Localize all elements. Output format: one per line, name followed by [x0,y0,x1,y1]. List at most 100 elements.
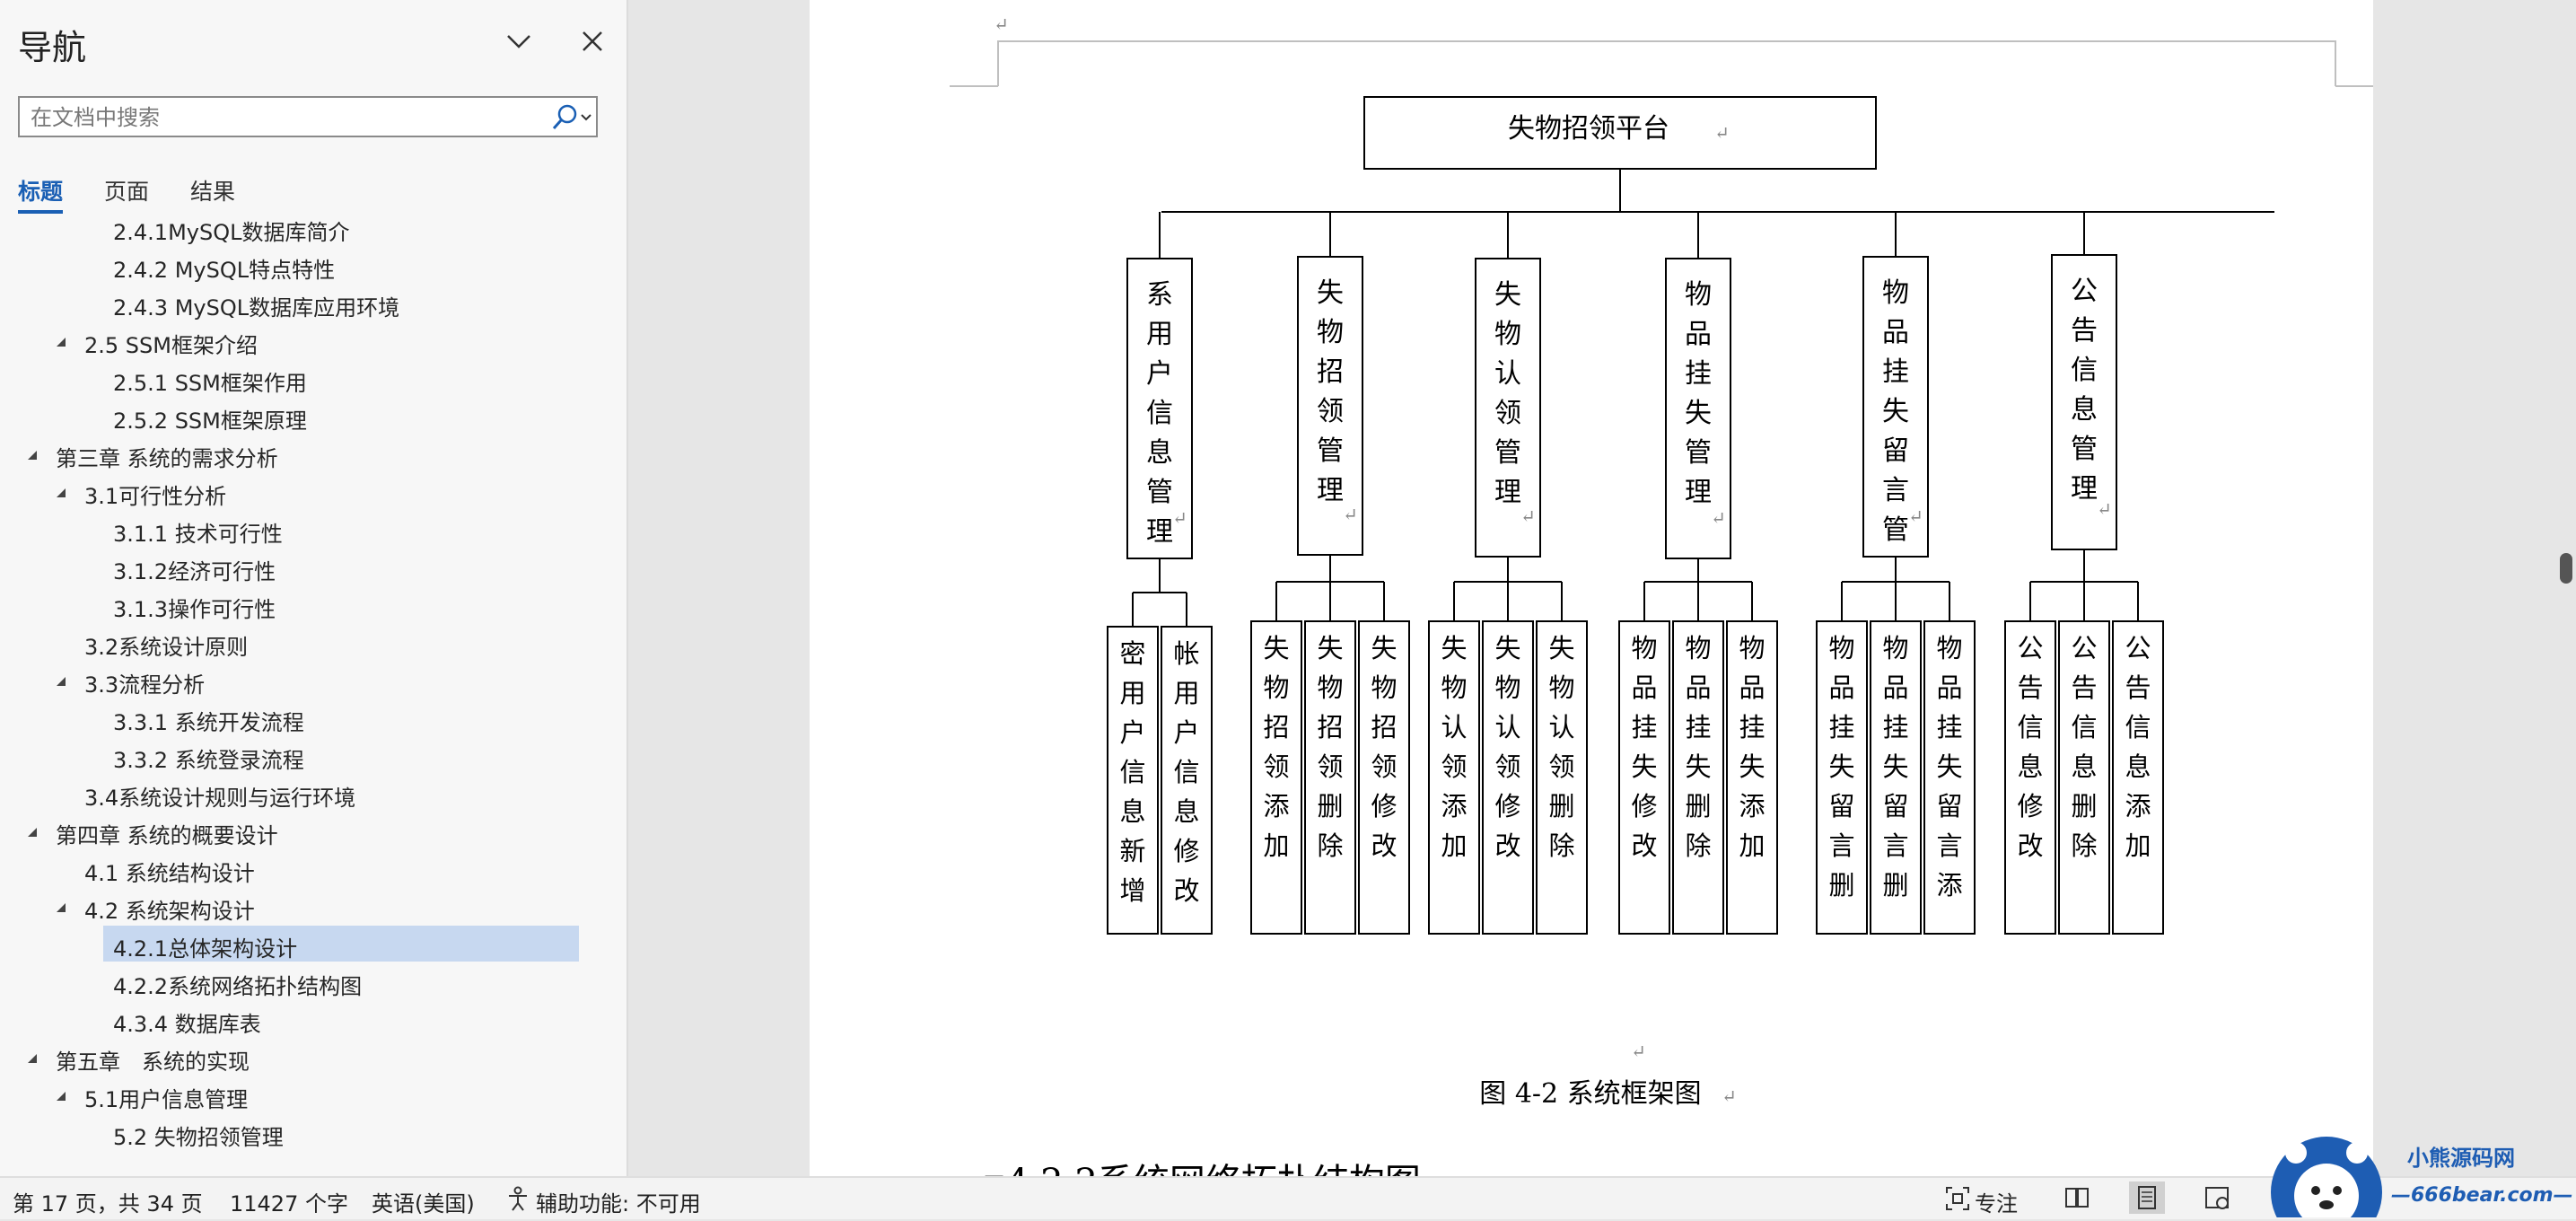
outline-item[interactable]: 4.2.2系统网络拓扑结构图 [0,963,626,1001]
outline-item[interactable]: 3.1.3操作可行性 [0,586,626,624]
vertical-char: 物 [1548,672,1574,703]
web-layout-icon[interactable] [2199,1181,2235,1214]
outline-item[interactable]: 2.5 SSM框架介绍 [0,322,626,360]
outline-item[interactable]: 5.1用户信息管理 [0,1076,626,1114]
page-count[interactable]: 第 17 页，共 34 页 [13,1191,203,1217]
expand-triangle-icon[interactable] [23,446,41,464]
vertical-char: 信 [2125,712,2151,742]
vertical-char: 添 [1739,791,1765,821]
function-box [1358,620,1410,935]
vertical-char: 信 [2071,712,2097,742]
vertical-char: 理 [2071,473,2098,505]
outline-item[interactable]: 2.4.1MySQL数据库简介 [0,218,626,247]
tab-results[interactable]: 结果 [190,179,236,205]
outline-item[interactable]: 3.4系统设计规则与运行环境 [0,775,626,813]
vertical-char: 物 [1936,633,1962,663]
outline-item[interactable]: 3.3.1 系统开发流程 [0,699,626,737]
vertical-char: 失 [1631,751,1657,782]
print-layout-icon[interactable] [2129,1181,2165,1214]
vertical-char: 息 [1146,437,1173,469]
word-count[interactable]: 11427 个字 [230,1191,348,1217]
search-input[interactable] [29,103,535,132]
function-box [1726,620,1778,935]
close-icon[interactable] [574,23,610,59]
next-section-heading: ▪4.2.2系统网络拓扑结构图 [982,1162,1421,1176]
paragraph-mark: ↵ [2097,498,2112,520]
scrollbar-thumb[interactable] [2560,553,2572,584]
outline-item[interactable]: 3.1.1 技术可行性 [0,511,626,549]
focus-mode-label[interactable]: 专注 [1975,1191,2018,1217]
outline-item[interactable]: 5.2 失物招领管理 [0,1114,626,1152]
outline-item[interactable]: 第四章 系统的概要设计 [0,813,626,850]
outline-item[interactable]: 3.1可行性分析 [0,473,626,511]
vertical-char: 告 [2125,672,2151,703]
vertical-char: 息 [1173,796,1199,827]
outline-item[interactable]: 3.3流程分析 [0,662,626,699]
vertical-char: 领 [1317,751,1343,782]
expand-triangle-icon[interactable] [52,899,70,917]
vertical-char: 管 [1882,514,1909,546]
paragraph-mark: ↵ [1520,505,1536,527]
outline-item[interactable]: 4.3.4 数据库表 [0,1001,626,1039]
vertical-char: 告 [2071,672,2097,703]
outline-item[interactable]: 第五章 系统的实现 [0,1039,626,1076]
vertical-char: 改 [1173,875,1199,906]
paragraph-mark: ↵ [1714,122,1730,144]
pane-options-chevron-icon[interactable] [501,23,537,59]
read-mode-icon[interactable] [2059,1181,2095,1214]
expand-triangle-icon[interactable] [52,1087,70,1105]
outline-item[interactable]: 3.2系统设计原则 [0,624,626,662]
expand-triangle-icon[interactable] [52,484,70,502]
vertical-char: 加 [1441,830,1467,861]
outline-item[interactable]: 4.2.1总体架构设计 [0,926,626,963]
focus-icon[interactable] [1944,1185,1971,1212]
expand-triangle-icon[interactable] [52,333,70,351]
function-box [2004,620,2056,935]
vertical-char: 招 [1371,712,1397,742]
search-icon[interactable] [549,102,594,133]
expand-triangle-icon[interactable] [52,672,70,690]
function-box [1161,626,1213,935]
outline-item[interactable]: 4.1 系统结构设计 [0,850,626,888]
page-header-line [997,40,2336,86]
vertical-char: 物 [1685,279,1712,311]
expand-triangle-icon[interactable] [23,823,41,841]
tab-headings[interactable]: 标题 [18,174,64,214]
vertical-char: 品 [1685,319,1712,350]
watermark-url: —666bear.com— [2391,1184,2573,1207]
language-indicator[interactable]: 英语(美国) [372,1191,475,1217]
vertical-char: 公 [2071,633,2097,663]
outline-item[interactable]: 2.4.2 MySQL特点特性 [0,247,626,285]
vertical-char: 加 [1263,830,1289,861]
accessibility-icon[interactable] [504,1185,531,1212]
vertical-char: 用 [1146,319,1173,350]
tab-pages[interactable]: 页面 [104,179,150,205]
outline-item-label: 2.4.3 MySQL数据库应用环境 [113,295,400,321]
vertical-char: 领 [1494,398,1521,429]
vertical-char: 修 [1371,791,1397,821]
vertical-scrollbar[interactable] [2558,0,2576,1176]
expand-triangle-icon[interactable] [23,1050,41,1067]
vertical-char: 挂 [1882,356,1909,388]
outline-item-label: 2.5.2 SSM框架原理 [113,408,307,434]
outline-item[interactable]: 4.2 系统架构设计 [0,888,626,926]
accessibility-status[interactable]: 辅助功能: 不可用 [536,1191,701,1217]
outline-item[interactable]: 2.5.1 SSM框架作用 [0,360,626,398]
outline-item[interactable]: 3.1.2经济可行性 [0,549,626,586]
vertical-char: 品 [1685,672,1711,703]
outline-item[interactable]: 2.5.2 SSM框架原理 [0,398,626,435]
outline-item[interactable]: 第三章 系统的需求分析 [0,435,626,473]
outline-item[interactable]: 2.4.3 MySQL数据库应用环境 [0,285,626,322]
outline-item[interactable]: 3.3.2 系统登录流程 [0,737,626,775]
vertical-char: 除 [1685,830,1711,861]
module-box [1862,256,1929,558]
vertical-char: 物 [1317,317,1344,348]
vertical-char: 挂 [1739,712,1765,742]
